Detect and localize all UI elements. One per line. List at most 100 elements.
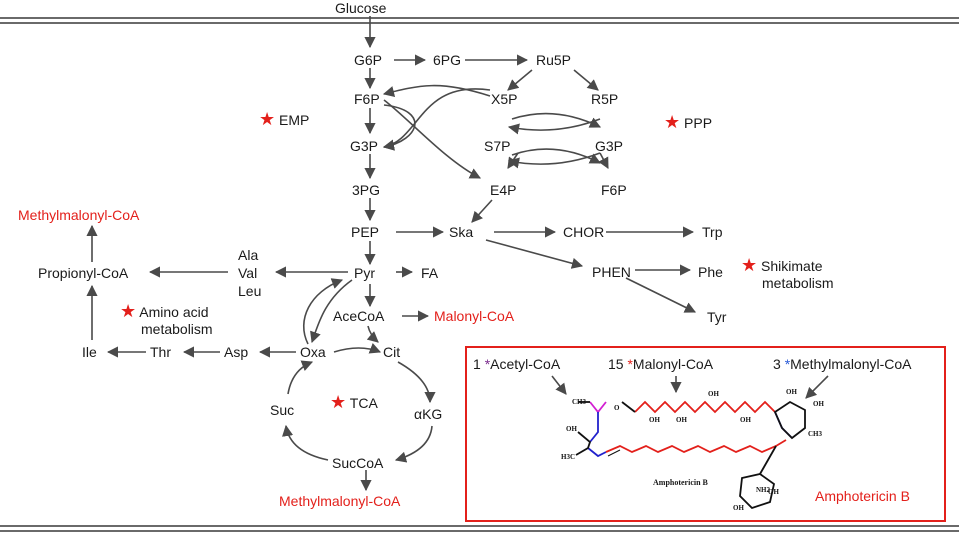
node-ska: Ska — [449, 224, 474, 240]
pathway-amino-acid: ★ Amino acid metabolism — [120, 301, 213, 338]
atom-label: OH — [708, 390, 719, 398]
node-suc: Suc — [270, 402, 295, 418]
node-6pg: 6PG — [433, 52, 462, 68]
atom-label: H3C — [561, 453, 575, 461]
node-pyr: Pyr — [354, 265, 375, 281]
arrow-phen-tyr — [625, 277, 697, 313]
node-leu: Leu — [238, 283, 262, 299]
node-x5p: X5P — [491, 91, 518, 107]
atom-label: OH — [768, 488, 779, 496]
amphotericin-inset — [465, 346, 946, 522]
malonyl-label: Malonyl-CoA — [632, 356, 714, 372]
acetyl-label: Acetyl-CoA — [490, 356, 561, 372]
arrow-x5p-r5p-to-s7p-g3p — [511, 112, 602, 128]
arrow-inset-acetyl — [551, 375, 567, 395]
node-tyr: Tyr — [707, 309, 727, 325]
node-r5p: R5P — [591, 91, 619, 107]
star-icon: ★ — [259, 109, 276, 129]
node-ala: Ala — [238, 247, 259, 263]
pathway-shikimate-label-1: Shikimate — [761, 258, 823, 274]
arrow-pyr-oxa — [310, 279, 353, 344]
malonyl-count: 15 — [608, 356, 624, 372]
node-ile: Ile — [82, 344, 97, 360]
atom-label: OH — [733, 504, 744, 512]
polyene-chain — [605, 439, 787, 453]
star-icon: ★ — [664, 112, 681, 132]
node-glucose: Glucose — [335, 0, 387, 16]
mycosamine-ring — [739, 473, 776, 510]
node-f6p: F6P — [354, 91, 380, 107]
node-f6p-ppp: F6P — [601, 182, 627, 198]
upper-chain-red — [634, 400, 776, 414]
node-ru5p: Ru5P — [536, 52, 572, 68]
pathway-tca: ★ TCA — [330, 392, 378, 412]
pathway-shikimate-label-2: metabolism — [762, 275, 834, 291]
atom-label: CH3 — [808, 430, 822, 438]
node-chor: CHOR — [563, 224, 605, 240]
atom-label: CH3 — [572, 398, 586, 406]
node-propionyl-coa: Propionyl-CoA — [38, 265, 129, 281]
asterisk-icon: * — [627, 356, 633, 372]
top-membrane — [0, 17, 959, 24]
star-icon: ★ — [120, 301, 137, 321]
atom-label: OH — [676, 416, 687, 424]
node-oxa: Oxa — [300, 344, 326, 360]
arrow-s7p-g3p-to-e4p-f6p — [511, 148, 601, 164]
molecule-caption: Amphotericin B — [653, 478, 708, 487]
node-malonyl-coa: Malonyl-CoA — [434, 308, 515, 324]
node-g3p-ppp: G3P — [595, 138, 624, 154]
pathway-emp: ★ EMP — [259, 109, 310, 129]
inset-title: Amphotericin B — [815, 488, 910, 504]
pathway-ppp-label: PPP — [684, 115, 713, 131]
node-3pg: 3PG — [352, 182, 381, 198]
arrow-ru5p-r5p — [573, 69, 599, 91]
polyene-double-bonds — [607, 449, 621, 457]
node-phen: PHEN — [592, 264, 631, 280]
asterisk-icon: * — [784, 356, 791, 372]
bottom-membrane — [0, 525, 959, 532]
inset-malonyl: 15 *Malonyl-CoA — [608, 356, 713, 372]
arrow-ru5p-x5p — [507, 69, 533, 91]
arrow-cit-akg — [397, 361, 436, 404]
atom-label: OH — [740, 416, 751, 424]
asterisk-icon: * — [484, 356, 491, 372]
atom-label: OH — [813, 400, 824, 408]
node-asp: Asp — [224, 344, 249, 360]
node-e4p: E4P — [490, 182, 517, 198]
methylmalonyl-label: Methylmalonyl-CoA — [790, 356, 912, 372]
pathway-ppp: ★ PPP — [664, 112, 713, 132]
arrow-e4p-f6p-to-s7p-g3p — [507, 152, 601, 169]
amphotericin-structure — [575, 400, 806, 510]
arrow-x5p-to-f6p — [382, 84, 491, 97]
atom-label: O — [614, 404, 620, 412]
node-methylmalonyl-coa-bottom: Methylmalonyl-CoA — [279, 493, 401, 509]
node-phe: Phe — [698, 264, 723, 280]
arrow-oxa-cit — [333, 343, 382, 354]
pathway-tca-label: TCA — [349, 395, 378, 411]
arrow-akg-succoa — [394, 425, 433, 463]
acetyl-count: 1 — [473, 356, 481, 372]
arrow-s7p-g3p-to-x5p-r5p — [507, 118, 601, 135]
pathway-amino-label-1: Amino acid — [139, 304, 209, 320]
node-trp: Trp — [702, 224, 723, 240]
node-cit: Cit — [383, 344, 401, 360]
arrow-inset-methylmalonyl — [805, 375, 829, 399]
node-g3p: G3P — [350, 138, 379, 154]
pathway-emp-label: EMP — [279, 112, 310, 128]
arrow-s7p-e4p — [507, 152, 519, 169]
arrow-f6p-to-g3p-loop — [382, 104, 416, 151]
methylmalonyl-unit-1 — [589, 412, 599, 443]
arrow-e4p-ska — [471, 199, 493, 223]
node-succoa: SucCoA — [332, 455, 384, 471]
arrow-x5p-to-g3p — [382, 88, 491, 151]
node-acecoa: AceCoA — [333, 308, 385, 324]
star-icon: ★ — [330, 392, 347, 412]
pathway-shikimate: ★ Shikimate metabolism — [741, 256, 834, 292]
methylmalonyl-unit-3 — [587, 447, 607, 458]
upper-chain-black — [621, 401, 636, 413]
pyran-ring — [773, 400, 806, 440]
atom-label: OH — [566, 425, 577, 433]
inset-methylmalonyl: 3 *Methylmalonyl-CoA — [773, 356, 912, 372]
atom-label: NH2 — [756, 486, 770, 494]
